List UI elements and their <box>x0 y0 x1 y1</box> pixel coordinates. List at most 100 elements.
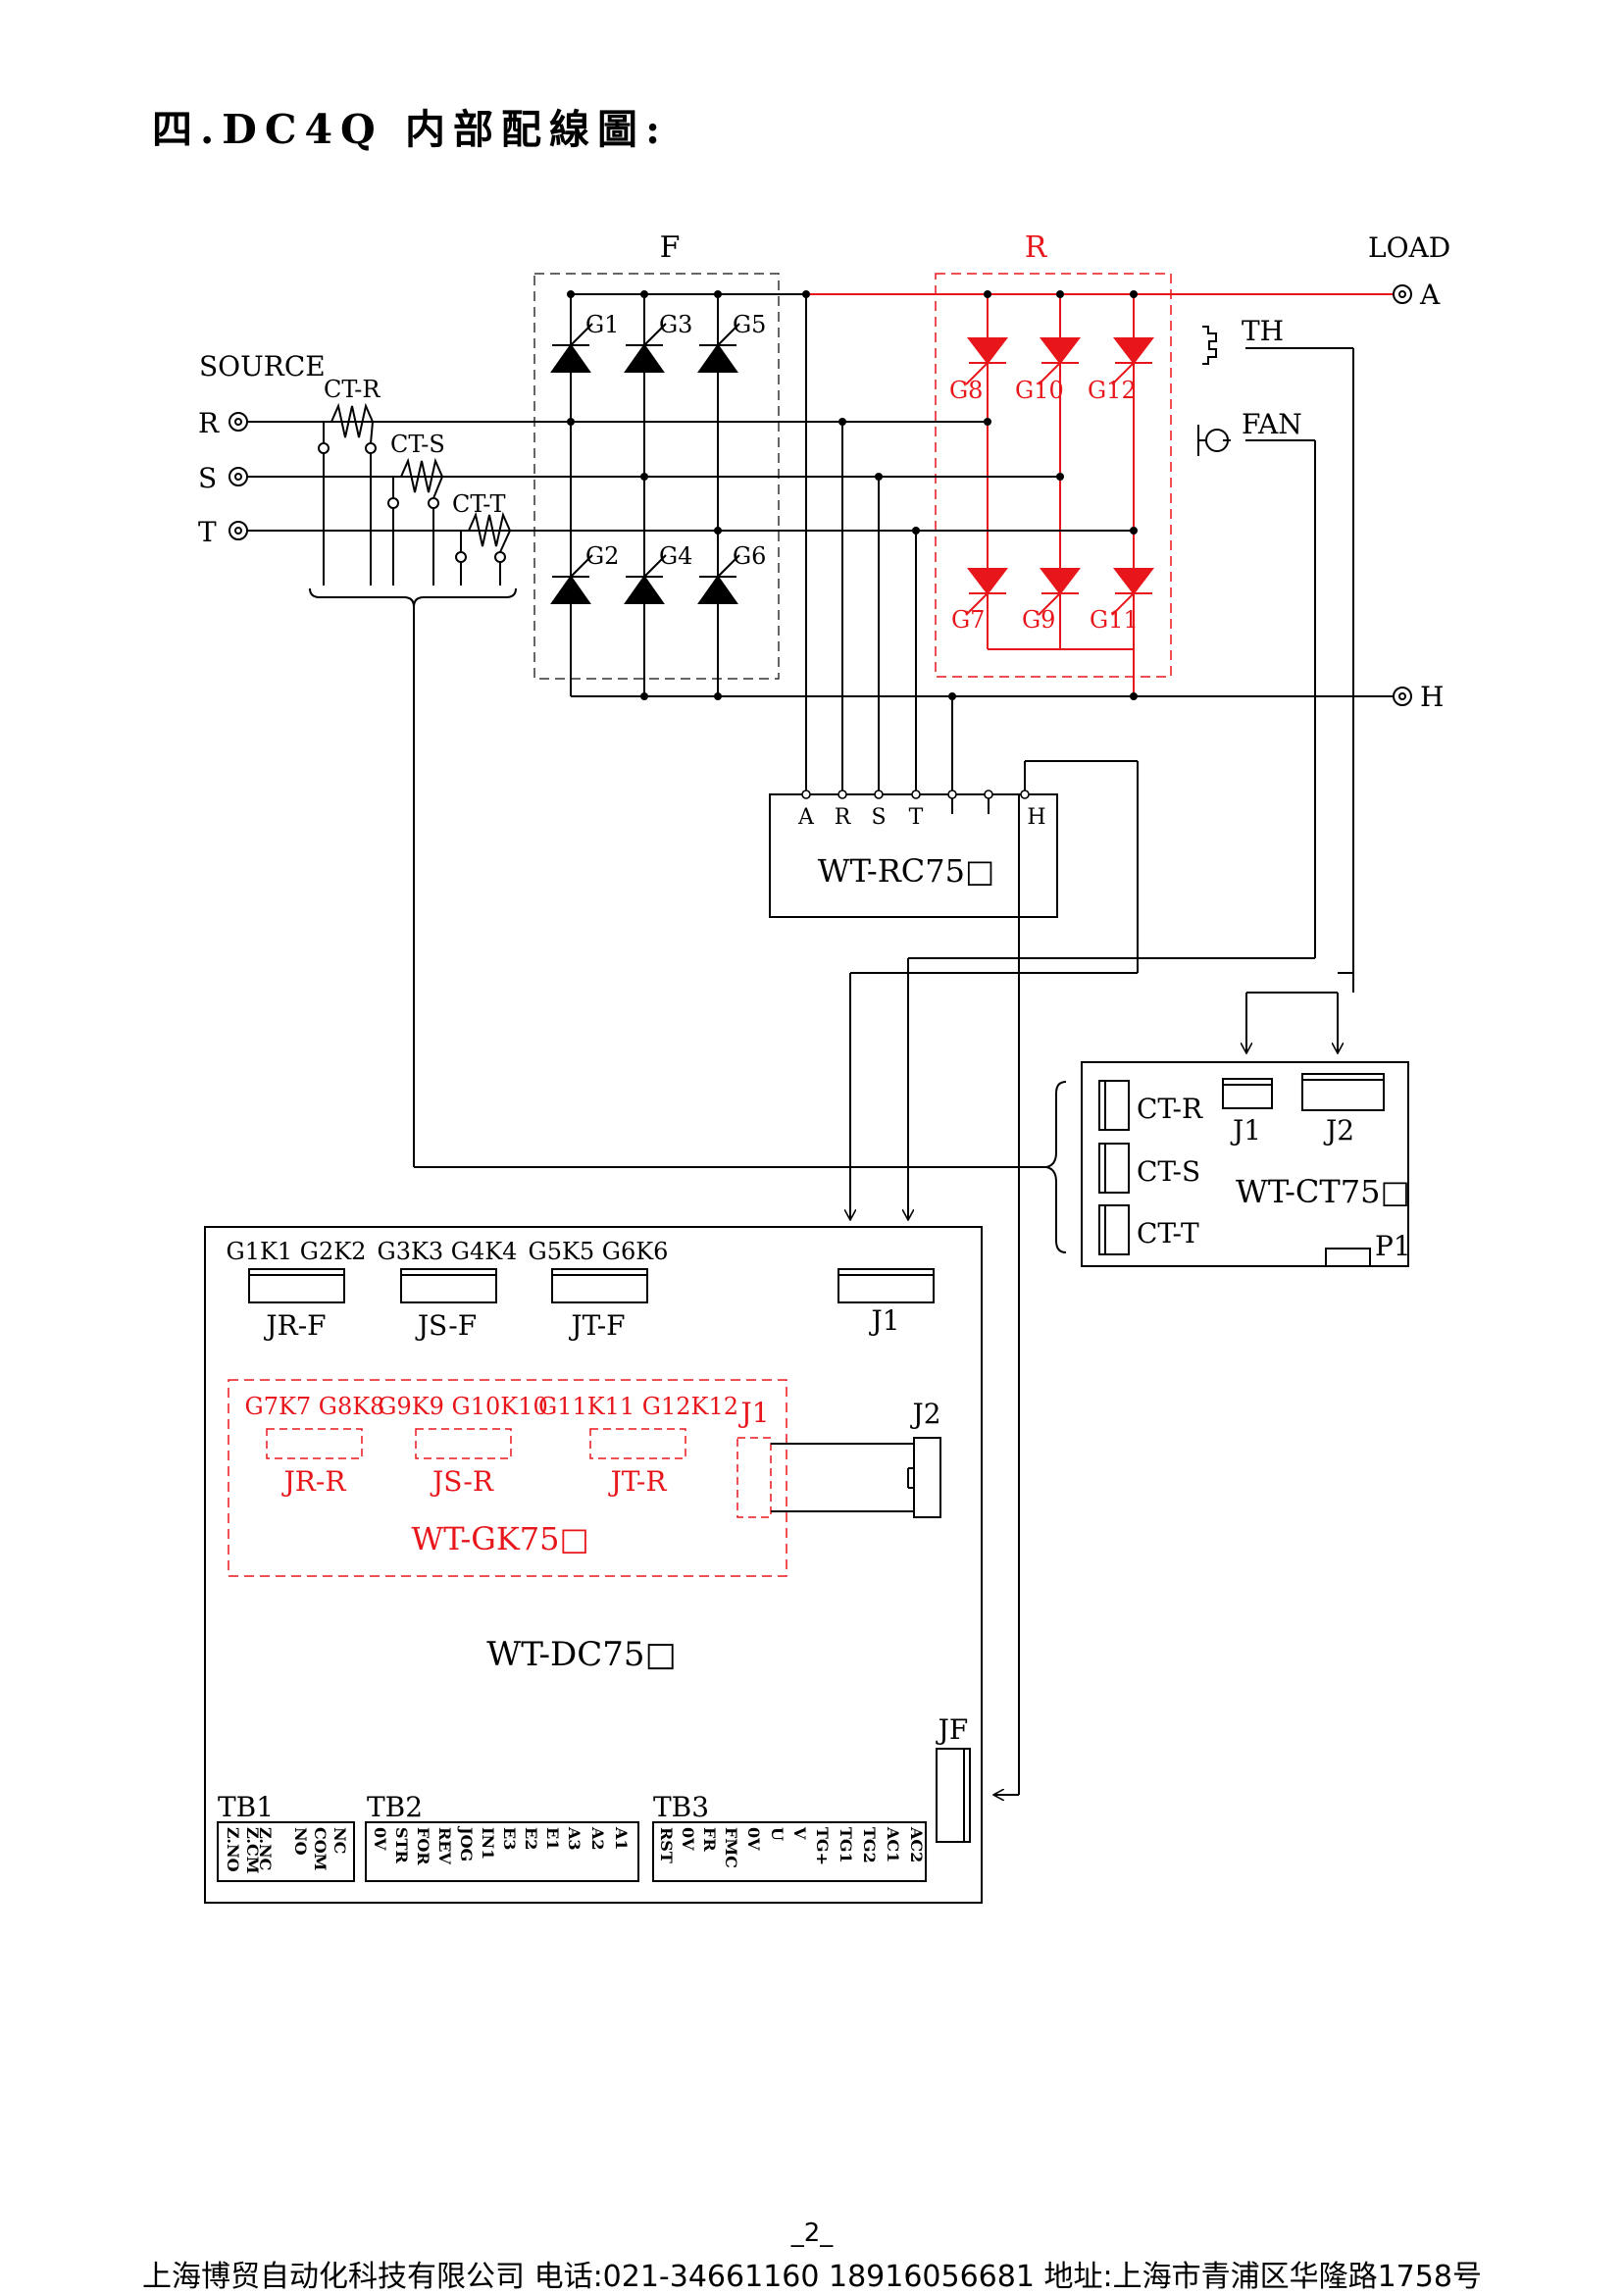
r-bridge: R G8 G10 G12 G7 G9 G11 <box>806 230 1393 696</box>
gk-j1-label: J1 <box>737 1397 769 1429</box>
dc-board: G1K1 G2K2 G3K3 G4K4 G5K5 G6K6 JR-F JS-F … <box>204 1226 983 1904</box>
ct-board-p1: P1 <box>1375 1230 1411 1262</box>
tb2-pin: IN1 <box>479 1827 497 1860</box>
rc-terminal-r: R <box>835 805 852 830</box>
ct-r-label: CT-R <box>324 376 381 403</box>
tb2-pin: A3 <box>565 1826 584 1851</box>
page-title: 四.DC4Q 内部配線圖: <box>152 106 669 153</box>
g6-label: G6 <box>733 542 766 570</box>
tb1-pin: COM <box>311 1827 330 1870</box>
phase-t-label: T <box>198 516 217 548</box>
terminal-a-label: A <box>1419 279 1441 311</box>
jr-r-label: JR-R <box>281 1465 347 1498</box>
rc-terminal-h: H <box>1027 805 1045 830</box>
tb3-pin: AC1 <box>884 1826 902 1862</box>
tb3-label: TB3 <box>653 1791 709 1823</box>
tb2-pin: STR <box>392 1827 411 1863</box>
tb2-pin: E1 <box>543 1827 562 1850</box>
source: SOURCE R S T CT-R CT-S CT-T <box>198 350 1134 1168</box>
tb1-label: TB1 <box>218 1791 274 1823</box>
g12-label: G12 <box>1088 377 1137 404</box>
jf-label: JF <box>936 1713 969 1746</box>
f-label: F <box>660 230 681 265</box>
load-side: LOAD A H TH FAN <box>908 231 1450 974</box>
jt-f-label: JT-F <box>568 1309 625 1342</box>
thermal-switch-icon <box>1202 326 1217 365</box>
ct-slot-r: CT-R <box>1137 1093 1203 1125</box>
tb1-pin: Z.NO <box>224 1827 242 1872</box>
tb2-pin: FOR <box>414 1827 432 1865</box>
ct-slot-t: CT-T <box>1137 1217 1199 1250</box>
tb1-pin: NC <box>330 1827 349 1854</box>
ct-coils <box>309 402 1046 1168</box>
g10-label: G10 <box>1015 377 1064 404</box>
fan-icon <box>1197 425 1229 456</box>
jt-r-pins: G11K11 G12K12 <box>538 1393 738 1420</box>
g8-label: G8 <box>949 377 983 404</box>
tb3-pin: 0V <box>744 1827 763 1851</box>
rc-terminal-a: A <box>797 805 815 830</box>
jt-r-label: JT-R <box>608 1465 668 1498</box>
phase-r-label: R <box>198 407 220 439</box>
tb2-pin: REV <box>435 1827 454 1864</box>
tb3-pin: FR <box>700 1827 719 1852</box>
g11-label: G11 <box>1090 606 1139 634</box>
j2-connector <box>771 1437 941 1518</box>
tb3-pin: RST <box>657 1827 676 1863</box>
g1-label: G1 <box>585 311 619 338</box>
tb2-pin: A1 <box>612 1826 631 1851</box>
tb3-pin: V <box>790 1826 809 1840</box>
rc-terminal-s: S <box>871 805 886 830</box>
tb1-pin: Z.CM <box>243 1827 262 1873</box>
gk-board: G7K7 G8K8 G9K9 G10K10 G11K11 G12K12 J1 J… <box>228 1379 787 1577</box>
rc-wires <box>805 294 1339 1796</box>
jt-f-pins: G5K5 G6K6 <box>529 1238 669 1265</box>
tb3-pin: 0V <box>679 1827 697 1851</box>
tb3-pin: TG+ <box>813 1827 832 1865</box>
js-r-pins: G9K9 G10K10 <box>378 1393 547 1420</box>
g2-label: G2 <box>585 542 619 570</box>
jr-r-pins: G7K7 G8K8 <box>245 1393 385 1420</box>
js-r-label: JS-R <box>430 1465 494 1498</box>
tb2-label: TB2 <box>367 1791 423 1823</box>
jr-f-label: JR-F <box>263 1309 326 1342</box>
tb3-pin: AC2 <box>907 1826 926 1862</box>
f-bridge: F G1 G3 G5 G2 G4 G6 <box>533 230 1138 697</box>
page-number: _2_ <box>790 2218 834 2248</box>
tb2-pin: JOG <box>457 1825 476 1862</box>
tb2-pin: A2 <box>588 1826 607 1851</box>
tb3-pin: U <box>768 1827 787 1841</box>
r-label: R <box>1025 230 1048 265</box>
tb1-pin: Z.NC <box>256 1827 275 1870</box>
g5-label: G5 <box>733 311 766 338</box>
g4-label: G4 <box>659 542 692 570</box>
ct-board-j1: J1 <box>1230 1114 1261 1147</box>
junction-dots <box>567 290 1138 700</box>
ct-t-label: CT-T <box>452 490 506 518</box>
rc-board: A R S T H WT-RC75□ <box>769 790 1058 918</box>
tb3-pin: TG1 <box>837 1827 855 1863</box>
js-f-label: JS-F <box>415 1309 477 1342</box>
th-label: TH <box>1242 315 1284 347</box>
ct-slot-s: CT-S <box>1137 1155 1200 1188</box>
g9-label: G9 <box>1022 606 1055 634</box>
tb2-pin: E2 <box>522 1827 540 1850</box>
fan-label: FAN <box>1242 408 1302 440</box>
ct-s-label: CT-S <box>390 431 445 458</box>
ct-board-name: WT-CT75□ <box>1236 1173 1410 1210</box>
terminal-h-label: H <box>1420 681 1444 713</box>
source-label: SOURCE <box>199 350 326 382</box>
tb3-pin: TG2 <box>860 1827 879 1863</box>
g3-label: G3 <box>659 311 692 338</box>
ct-board: CT-R CT-S CT-T J1 J2 WT-CT75□ P1 <box>1045 1061 1411 1267</box>
gk-board-name: WT-GK75□ <box>411 1520 588 1557</box>
dc-j2-label: J2 <box>909 1398 940 1430</box>
ct-board-j2: J2 <box>1323 1114 1354 1147</box>
g7-label: G7 <box>951 606 985 634</box>
tb3-pin: FMC <box>722 1827 740 1868</box>
dc-board-name: WT-DC75□ <box>486 1635 676 1674</box>
phase-s-label: S <box>198 462 217 494</box>
tb2-pin: 0V <box>371 1827 389 1851</box>
js-f-pins: G3K3 G4K4 <box>378 1238 518 1265</box>
